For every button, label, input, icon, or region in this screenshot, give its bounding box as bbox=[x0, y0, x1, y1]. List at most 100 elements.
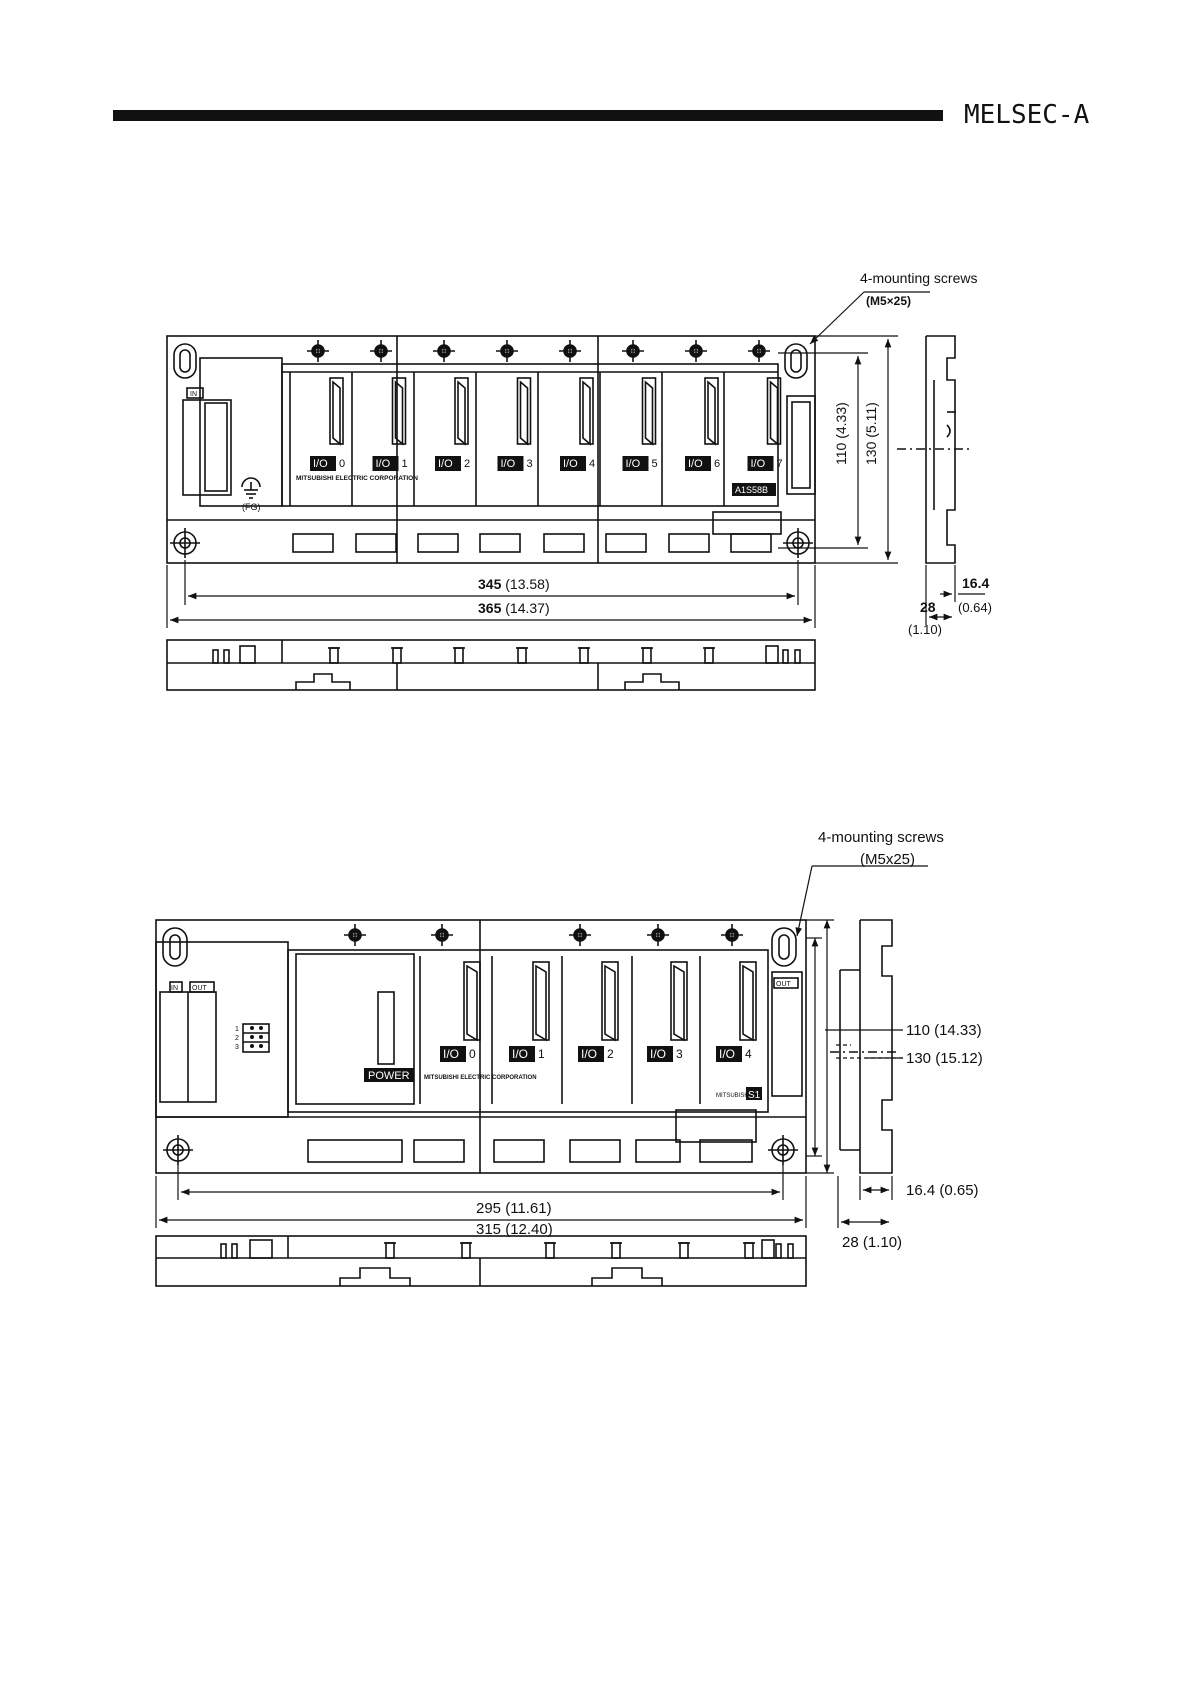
dim-depth-small-value: 16.4 bbox=[962, 575, 989, 591]
pin bbox=[329, 647, 339, 664]
dimension-labels-5-slot: 4-mounting screws (M5x25) 110 (14.33) 13… bbox=[476, 829, 983, 1251]
dim-depth-value: 28 bbox=[920, 599, 936, 615]
dim-w-outer: 315 (12.40) bbox=[476, 1221, 553, 1238]
in-terminal-inner bbox=[204, 402, 228, 492]
slot-number: 4 bbox=[589, 458, 595, 470]
slot-label: I/O 5 bbox=[622, 456, 658, 471]
mounting-hole-icon bbox=[768, 1135, 798, 1165]
slot-tag: I/O bbox=[581, 1047, 597, 1061]
pin bbox=[704, 647, 714, 664]
jumper-block bbox=[242, 1023, 270, 1053]
slot-tag: I/O bbox=[719, 1047, 735, 1061]
cover-box bbox=[712, 511, 782, 535]
dim-w-outer-value: 365 (14.37) bbox=[478, 600, 550, 616]
slot-number: 0 bbox=[339, 458, 345, 470]
slot-number: 3 bbox=[676, 1047, 683, 1061]
bottom-view-8-slot bbox=[166, 639, 816, 691]
terminal-window bbox=[543, 533, 585, 553]
mounting-hole-icon bbox=[163, 1135, 193, 1165]
screw-icon bbox=[496, 340, 518, 362]
dim-w-inner: 295 (11.61) bbox=[476, 1200, 552, 1217]
model-badge bbox=[732, 483, 776, 496]
screw-icon bbox=[559, 340, 581, 362]
slot-tag: I/O bbox=[751, 458, 766, 470]
dimensions-5-slot bbox=[155, 865, 928, 1228]
base-unit-5-slot: IN OUT 123 POWER bbox=[155, 919, 807, 1174]
screw-icon bbox=[433, 340, 455, 362]
out-label-right-box bbox=[773, 977, 799, 989]
brand-strip: MITSUBISHI ELECTRIC CORPORATION bbox=[296, 475, 418, 482]
ground-fg-icon bbox=[241, 477, 261, 499]
slot-number: 3 bbox=[527, 458, 533, 470]
slot-connector bbox=[739, 961, 757, 1042]
screw-icon bbox=[647, 924, 669, 946]
pin bbox=[679, 1242, 689, 1259]
slot-tag: I/O bbox=[563, 458, 578, 470]
slot-connector bbox=[329, 377, 344, 446]
terminal-window bbox=[730, 533, 772, 553]
model-label: A1S58B bbox=[735, 485, 768, 495]
pin bbox=[517, 647, 527, 664]
jumper-label: 1 bbox=[235, 1026, 239, 1033]
slot-tag: I/O bbox=[688, 458, 703, 470]
cover-box bbox=[675, 1109, 757, 1143]
slot-number: 5 bbox=[652, 458, 658, 470]
callout-leader bbox=[809, 291, 865, 345]
screw-icon bbox=[685, 340, 707, 362]
side-view-5-slot bbox=[830, 919, 900, 1174]
brand-strip: MITSUBISHI ELECTRIC CORPORATION bbox=[424, 1075, 537, 1081]
slot-number: 1 bbox=[402, 458, 408, 470]
pin bbox=[454, 647, 464, 664]
terminal-window bbox=[413, 1139, 465, 1163]
dimension-labels-8-slot: 4-mounting screws (M5×25) 110 (4.33) 130… bbox=[478, 270, 992, 637]
callout-spec: (M5x25) bbox=[860, 851, 915, 868]
pin bbox=[392, 647, 402, 664]
dim-depth-small-inch: (0.64) bbox=[958, 600, 992, 615]
out-label-box bbox=[189, 981, 215, 993]
slot-tag: I/O bbox=[650, 1047, 666, 1061]
dim-depth-inch: (1.10) bbox=[908, 622, 942, 637]
header-rule bbox=[113, 110, 943, 121]
power-module bbox=[295, 953, 415, 1105]
out-connector bbox=[786, 395, 816, 495]
terminal-window bbox=[699, 1139, 753, 1163]
terminal-window bbox=[605, 533, 647, 553]
side-view-8-slot bbox=[897, 335, 970, 564]
terminal-window-row bbox=[292, 533, 772, 553]
slot-connector bbox=[391, 377, 407, 446]
fg-label: (FG) bbox=[242, 502, 261, 512]
slot-tag: I/O bbox=[626, 458, 641, 470]
slot-connector bbox=[601, 961, 619, 1042]
slot-number: 0 bbox=[469, 1047, 476, 1061]
out-label-right: OUT bbox=[776, 981, 792, 988]
screw-icon bbox=[622, 340, 644, 362]
jumper-label: 3 bbox=[235, 1044, 239, 1051]
base-unit-8-slot: IN (FG) bbox=[166, 335, 816, 564]
screw-icon bbox=[569, 924, 591, 946]
in-terminal-block bbox=[182, 399, 232, 496]
slotted-hole-icon bbox=[162, 927, 188, 967]
jumper-label: 2 bbox=[235, 1035, 239, 1042]
pin bbox=[642, 647, 652, 664]
pin bbox=[611, 1242, 621, 1259]
pin bbox=[545, 1242, 555, 1259]
out-label: OUT bbox=[192, 985, 208, 992]
mounting-hole-icon bbox=[783, 528, 813, 558]
terminal-window bbox=[355, 533, 397, 553]
power-connector bbox=[377, 991, 395, 1065]
slot-connector bbox=[766, 377, 782, 446]
pin bbox=[461, 1242, 471, 1259]
slot-connector bbox=[516, 377, 532, 446]
bottom-view-5-slot bbox=[155, 1235, 807, 1287]
terminal-window bbox=[479, 533, 521, 553]
header-brand: MELSEC-A bbox=[964, 100, 1090, 130]
screw-icon bbox=[307, 340, 329, 362]
terminal-window bbox=[668, 533, 710, 553]
in-label-box bbox=[169, 981, 183, 993]
